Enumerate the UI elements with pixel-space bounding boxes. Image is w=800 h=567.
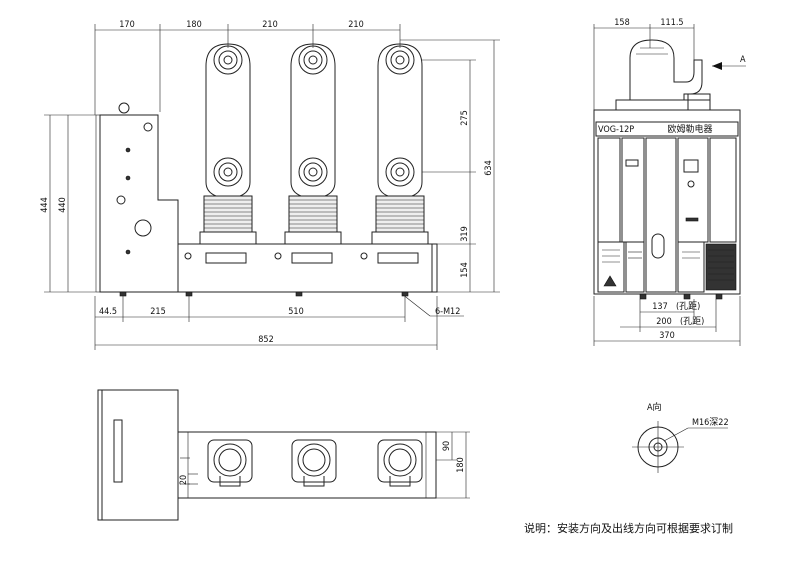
front-view: 170 180 210 210 xyxy=(40,20,500,350)
dim-right-319: 319 xyxy=(460,226,470,241)
nameplate-model: VOG-12P xyxy=(598,125,634,135)
arrow-label: A xyxy=(740,55,746,65)
drawing-note: 说明：安装方向及出线方向可根据要求订制 xyxy=(524,521,733,535)
top-view: 90 180 20 xyxy=(97,389,470,521)
side-dim-200-suffix: (孔距) xyxy=(680,316,704,327)
nameplate-brand: 欧姆勒电器 xyxy=(667,123,712,135)
top-dim-20: 20 xyxy=(179,475,189,485)
view-a-title: A向 xyxy=(647,401,662,413)
dim-right-154: 154 xyxy=(460,262,470,277)
dim-top-210b: 210 xyxy=(348,20,363,30)
view-a: A向 M16深22 xyxy=(632,401,729,473)
dim-bottom-510: 510 xyxy=(288,307,303,317)
dim-top-180: 180 xyxy=(186,20,201,30)
top-terminal-2 xyxy=(291,439,337,487)
dim-right-634: 634 xyxy=(484,160,494,175)
dim-overall-852: 852 xyxy=(258,335,273,345)
bolt-callout: 6-M12 xyxy=(435,307,460,317)
pole-3 xyxy=(371,43,429,245)
operating-hole xyxy=(134,219,152,237)
side-housing xyxy=(593,109,741,295)
dim-left-444: 444 xyxy=(40,197,50,212)
mechanism-housing xyxy=(99,114,179,293)
side-dim-200: 200 xyxy=(656,317,671,327)
lifting-eye xyxy=(118,102,130,114)
dim-top-170: 170 xyxy=(119,20,134,30)
dim-top-210a: 210 xyxy=(262,20,277,30)
side-dim-370: 370 xyxy=(659,331,674,341)
side-dim-137-suffix: (孔距) xyxy=(676,301,700,312)
pole-1 xyxy=(199,43,257,245)
side-terminal-head xyxy=(629,39,703,101)
side-view: 158 111.5 A VOG-12P 欧姆勒电器 xyxy=(593,18,746,346)
top-dim-180: 180 xyxy=(456,457,466,472)
top-terminal-3 xyxy=(377,439,423,487)
view-direction-arrow xyxy=(712,62,722,70)
side-dim-158: 158 xyxy=(614,18,629,28)
dim-bottom-44-5: 44.5 xyxy=(99,307,117,317)
dim-bottom-215: 215 xyxy=(150,307,165,317)
dim-right-275: 275 xyxy=(460,110,470,125)
top-dim-90: 90 xyxy=(442,441,452,451)
thread-callout: M16深22 xyxy=(692,417,729,428)
position-indicator xyxy=(651,233,665,259)
dim-left-440: 440 xyxy=(58,197,68,212)
base-chassis xyxy=(177,243,433,293)
side-dim-111-5: 111.5 xyxy=(660,18,683,28)
top-mechanism-box xyxy=(97,389,179,521)
side-dim-137: 137 xyxy=(652,302,667,312)
top-terminal-1 xyxy=(207,439,253,487)
pole-2 xyxy=(284,43,342,245)
